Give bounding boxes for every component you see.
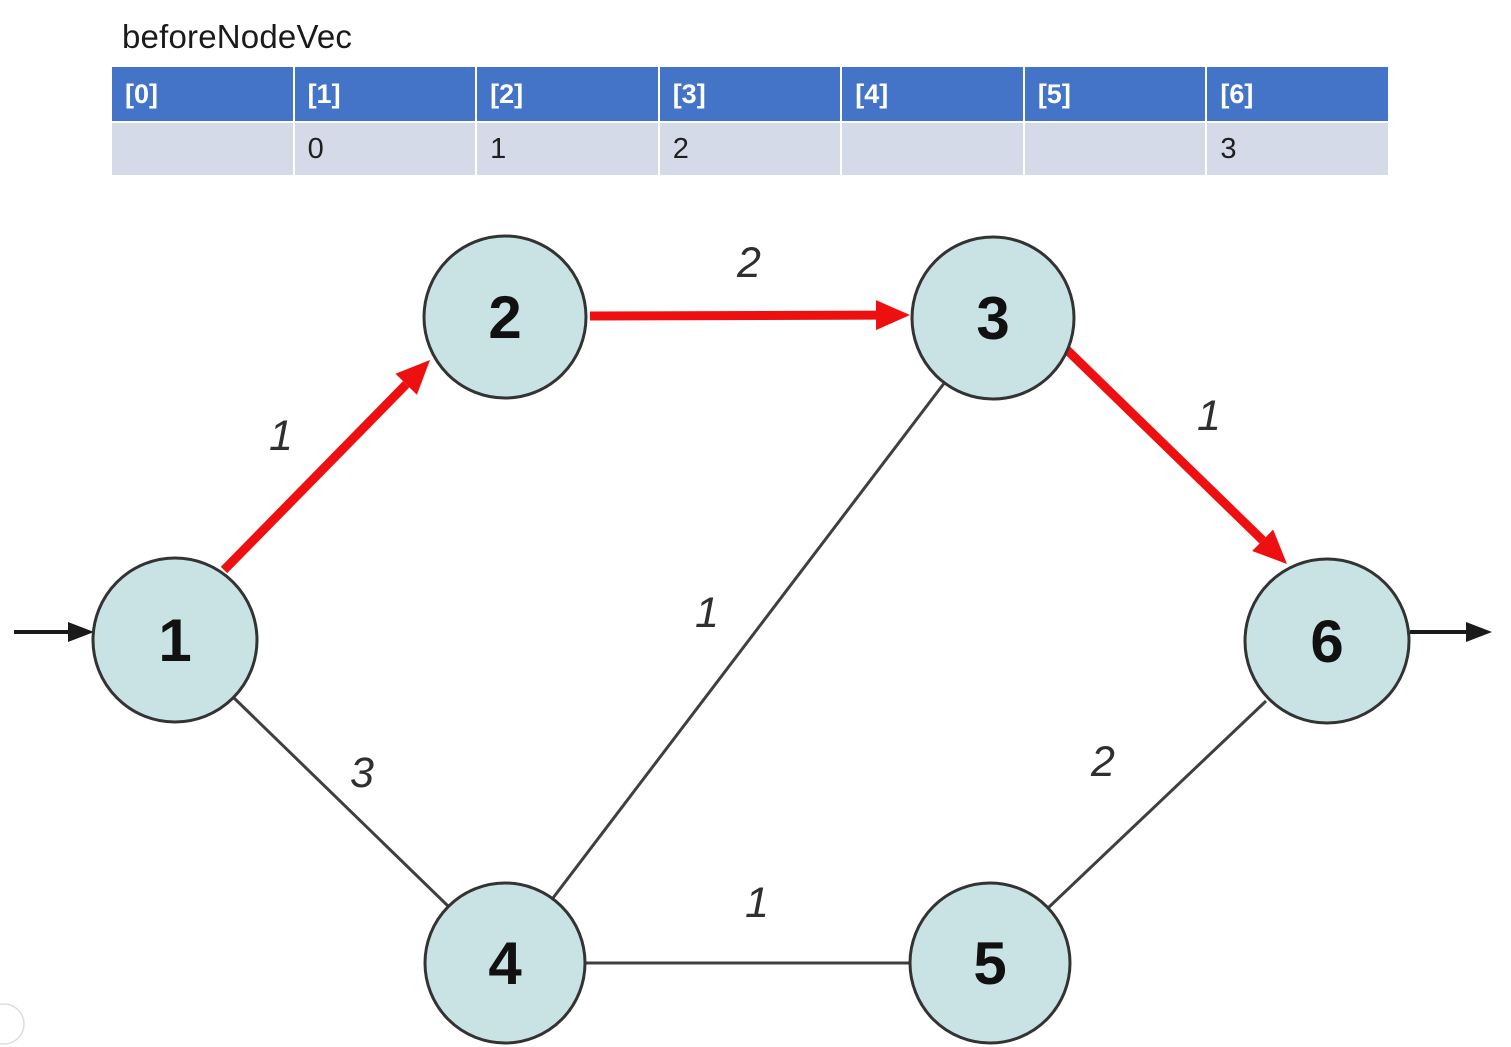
before-node-vec-table: [0] [1] [2] [3] [4] [5] [6] 0 1 2 3: [110, 65, 1390, 177]
table-header-cell-6: [6]: [1205, 65, 1390, 123]
edge-1-2-line: [220, 381, 410, 574]
edge-1-2-arrowhead-icon: [395, 360, 430, 395]
table-value-cell-0: [110, 121, 295, 177]
table-value-cell-5: [1022, 121, 1208, 177]
table-value-row: 0 1 2 3: [110, 121, 1390, 177]
table-header-cell-5: [5]: [1022, 65, 1208, 123]
edge-5-6-weight-label: 2: [1090, 738, 1115, 786]
edge-3-6-weight-label: 1: [1197, 392, 1221, 440]
edge-3-6-line: [1060, 343, 1266, 544]
entry-arrow-icon: [68, 622, 94, 642]
edge-2-3-line: [589, 310, 877, 321]
table-header-cell-1: [1]: [292, 65, 478, 123]
table-value-cell-4: [840, 121, 1025, 177]
node-3-circle: [910, 235, 1076, 401]
edge-3-6-arrowhead-icon: [1252, 529, 1287, 564]
node-4-circle: [423, 881, 587, 1045]
table-value-cell-2: 1: [475, 121, 660, 177]
node-5-label: 5: [973, 930, 1006, 997]
table-value-cell-3: 2: [657, 121, 843, 177]
edge-2-3-weight-label: 2: [736, 239, 761, 287]
node-2-label: 2: [488, 284, 521, 351]
edge-4-3-weight-label: 1: [695, 589, 719, 637]
node-6-label: 6: [1310, 608, 1343, 675]
table-value-cell-6: 3: [1205, 121, 1390, 177]
node-1-label: 1: [158, 607, 191, 674]
edge-4-3-line: [551, 381, 947, 899]
edge-1-4-weight-label: 3: [350, 749, 374, 797]
edge-4-5-weight-label: 1: [745, 879, 769, 927]
page-title: beforeNodeVec: [122, 18, 353, 55]
node-6-circle: [1243, 557, 1411, 725]
table-header-cell-3: [3]: [657, 65, 843, 123]
edge-1-4-line: [231, 695, 450, 908]
node-5-circle: [908, 881, 1072, 1045]
watermark-badge: [0, 1003, 25, 1045]
table-header-cell-2: [2]: [475, 65, 660, 123]
table-header-cell-4: [4]: [840, 65, 1025, 123]
edge-5-6-line: [1046, 699, 1268, 910]
edge-1-2-weight-label: 1: [269, 412, 293, 460]
node-4-label: 4: [488, 930, 522, 997]
table-header-cell-0: [0]: [110, 65, 295, 123]
exit-arrow-icon: [1466, 622, 1492, 642]
node-2-circle: [422, 234, 588, 400]
table-header-row: [0] [1] [2] [3] [4] [5] [6]: [110, 65, 1390, 123]
table-value-cell-1: 0: [292, 121, 478, 177]
node-1-circle: [91, 556, 259, 724]
edge-2-3-arrowhead-icon: [875, 300, 910, 331]
node-3-label: 3: [976, 285, 1009, 352]
